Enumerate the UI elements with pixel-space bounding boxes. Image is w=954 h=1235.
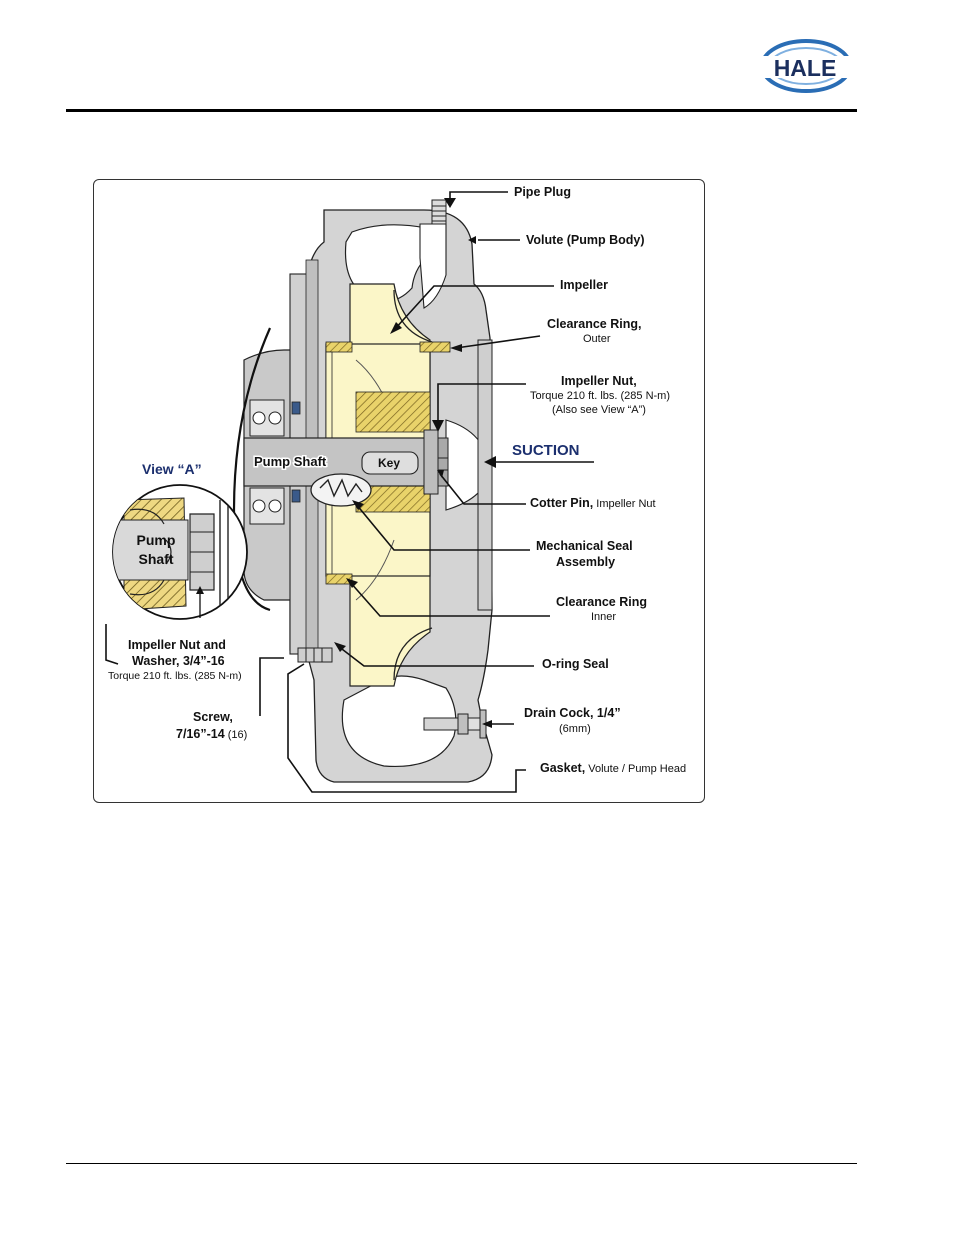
label-screw-2-bold: 7/16”-14: [176, 727, 225, 741]
label-oring-seal: O-ring Seal: [542, 657, 609, 671]
label-pipe-plug: Pipe Plug: [514, 185, 571, 199]
mechanical-seal-oval: [310, 473, 372, 507]
label-screw-1: Screw,: [193, 710, 233, 724]
pipe-plug: [431, 199, 447, 225]
label-suction: SUCTION: [512, 442, 580, 459]
label-drain-cock-sub: (6mm): [559, 723, 591, 735]
leader-cotter-pin: [439, 473, 526, 505]
label-cotter-pin: Cotter Pin, Impeller Nut: [530, 496, 656, 510]
label-impeller-nut-see: (Also see View “A”): [552, 404, 646, 416]
key-slot: [361, 451, 419, 475]
leader-screw: [259, 657, 284, 716]
lower-volute-cavity: [341, 675, 457, 768]
label-impeller-nut: Impeller Nut,: [561, 374, 637, 388]
label-pump-shaft-halo: Pump Shaft: [254, 454, 327, 469]
inset-shaft-label: Shaft: [139, 551, 174, 567]
logo-band: [758, 56, 852, 78]
leader-clearance-inner: [349, 581, 550, 617]
label-nut-washer-2: Washer, 3/4”-16: [132, 654, 225, 668]
label-drain-cock: Drain Cock, 1/4”: [524, 706, 621, 720]
label-cotter-pin-rest: Impeller Nut: [593, 498, 655, 510]
label-nut-washer-torque: Torque 210 ft. lbs. (285 N-m): [108, 670, 242, 682]
label-view-a: View “A”: [142, 461, 202, 477]
label-mech-seal-2: Assembly: [556, 555, 615, 569]
clearance-ring-outer-hatch: [325, 341, 353, 353]
impeller-nut: [423, 429, 439, 495]
leader-impeller-nut: [437, 383, 526, 426]
label-gasket-bold: Gasket,: [540, 761, 585, 775]
arrowheads: [334, 198, 496, 728]
leader-clearance-outer: [455, 335, 541, 349]
view-a-inset: Pump Shaft: [112, 484, 248, 620]
label-screw-2: 7/16”-14 (16): [176, 727, 247, 741]
inset-pump-label: Pump: [137, 532, 176, 548]
section-break-line: [232, 327, 272, 612]
label-clearance-outer-sub: Outer: [583, 333, 611, 345]
label-screw-2-rest: (16): [225, 729, 248, 741]
label-gasket: Gasket, Volute / Pump Head: [540, 761, 686, 775]
pump-diagram-frame: Pump Shaft: [93, 179, 705, 803]
leader-gasket: [287, 663, 526, 793]
label-impeller-nut-torque: Torque 210 ft. lbs. (285 N-m): [530, 390, 670, 402]
label-nut-washer-1: Impeller Nut and: [128, 638, 226, 652]
label-impeller: Impeller: [560, 278, 608, 292]
suction-flange: [477, 339, 493, 611]
pump-shaft: [243, 399, 449, 525]
label-clearance-outer: Clearance Ring,: [547, 317, 641, 331]
leader-impeller: [393, 285, 554, 331]
header-rule: [66, 109, 857, 112]
leader-mechanical-seal: [355, 503, 530, 551]
footer-rule: [66, 1163, 857, 1164]
label-volute: Volute (Pump Body): [526, 233, 645, 247]
leader-pipe-plug: [449, 191, 508, 202]
screw-bolt: [297, 647, 333, 663]
label-gasket-rest: Volute / Pump Head: [585, 763, 686, 775]
label-key: Key: [378, 456, 400, 470]
leader-oring: [337, 645, 534, 667]
label-mech-seal-1: Mechanical Seal: [536, 539, 633, 553]
clearance-ring-inner-hatch: [325, 573, 353, 585]
hale-logo: HALE: [758, 39, 852, 93]
label-clearance-inner: Clearance Ring: [556, 595, 647, 609]
callout-labels: Pipe Plug Volute (Pump Body) Impeller Cl…: [108, 185, 686, 775]
pump-cross-section: Pump Shaft: [105, 185, 686, 793]
label-clearance-inner-sub: Inner: [591, 611, 616, 623]
leader-nut-washer: [105, 624, 119, 665]
label-cotter-pin-bold: Cotter Pin,: [530, 496, 593, 510]
label-pump-shaft: Pump Shaft: [254, 454, 327, 469]
logo-text: HALE: [774, 55, 837, 81]
discharge-passage: [419, 223, 447, 309]
